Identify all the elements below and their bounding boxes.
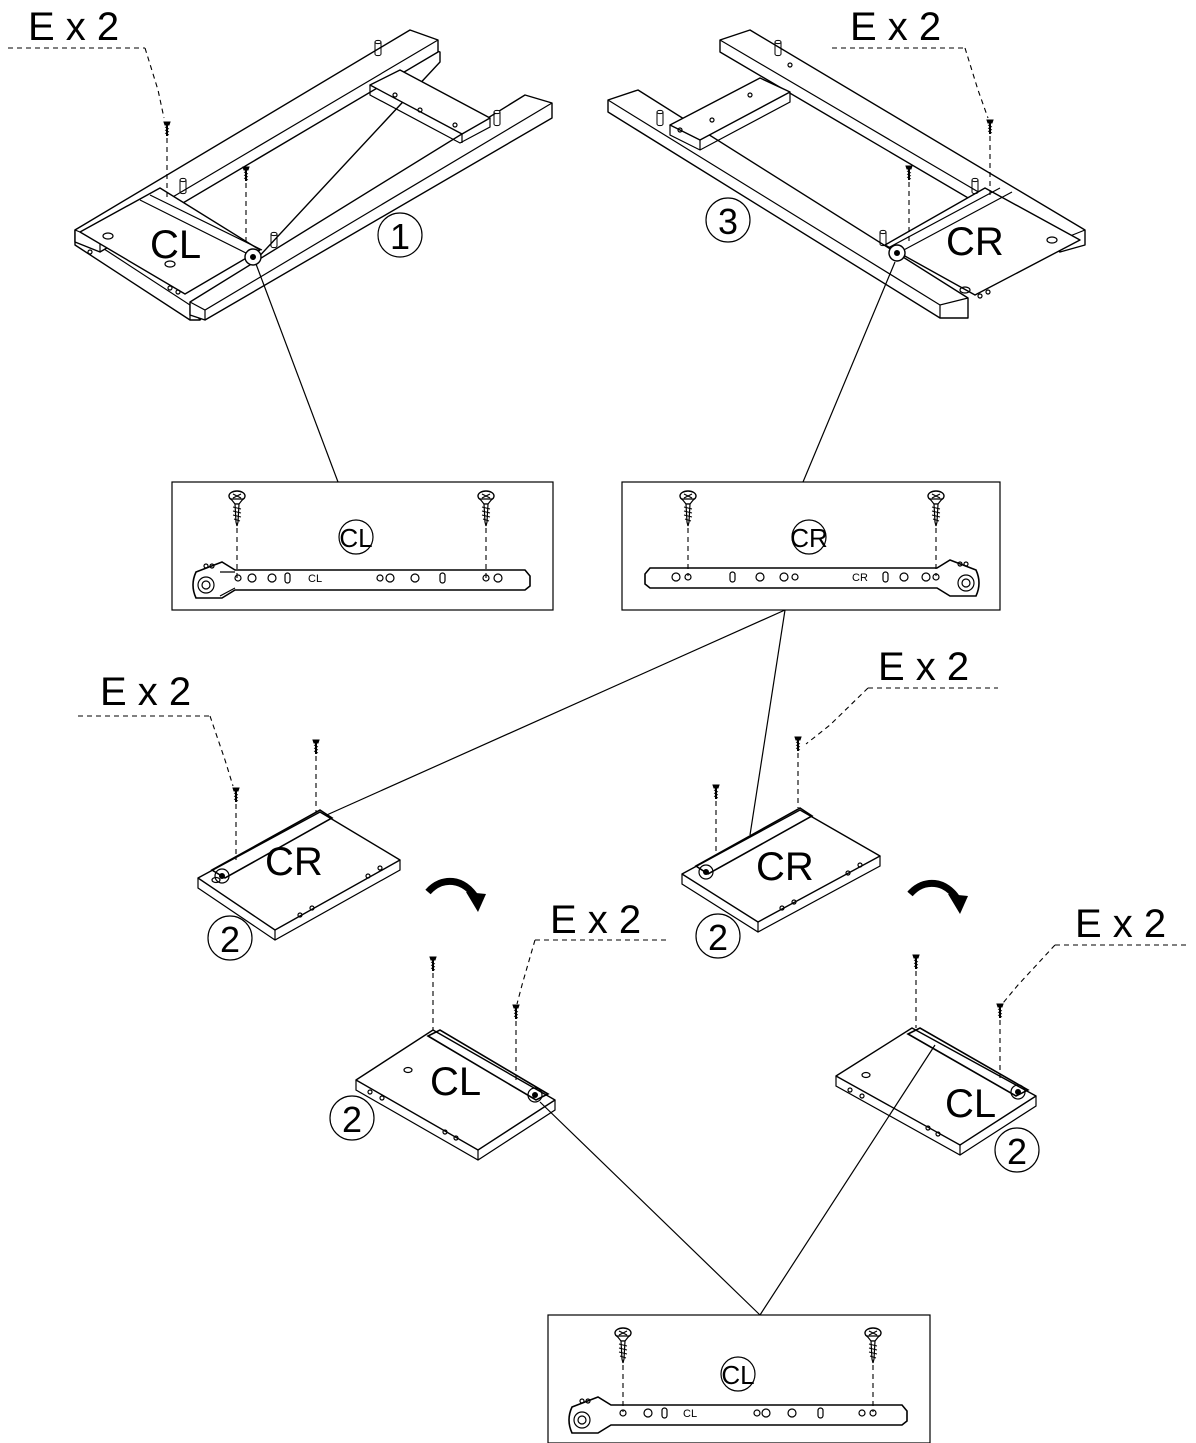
frame-right	[607, 29, 1086, 483]
svg-text:CL: CL	[339, 523, 372, 553]
qty-label: E x 2	[28, 5, 119, 49]
rail-label-cl: CL	[945, 1082, 996, 1126]
frame-left	[74, 29, 553, 483]
svg-text:CR: CR	[852, 572, 868, 584]
screw-icon	[232, 787, 240, 803]
step-badge: 2	[994, 1127, 1040, 1173]
svg-text:1: 1	[390, 216, 410, 257]
step-badge: 2	[695, 913, 741, 959]
panel-a	[197, 739, 401, 941]
step-badge: 2	[329, 1095, 375, 1141]
rail-label-cr: CR	[756, 845, 814, 889]
rotate-arrow-icon	[428, 881, 486, 912]
screw-icon	[712, 784, 720, 800]
rotate-arrow-icon	[910, 883, 968, 914]
detail-cl-bottom: CL CL	[547, 1314, 931, 1443]
svg-text:2: 2	[1007, 1131, 1027, 1172]
panel-c	[355, 956, 761, 1316]
rail-label-cl: CL	[430, 1060, 481, 1104]
svg-text:CL: CL	[721, 1360, 754, 1390]
qty-label: E x 2	[850, 5, 941, 49]
screw-icon	[794, 736, 802, 752]
screw-icon	[429, 956, 437, 972]
rail-label-cr: CR	[265, 840, 323, 884]
detail-cr-top: CR CR	[319, 481, 1001, 836]
panel-b	[681, 736, 881, 933]
svg-text:2: 2	[708, 917, 728, 958]
detail-cl-top: CL CL	[171, 481, 554, 611]
screw-icon	[912, 954, 920, 970]
svg-text:CL: CL	[683, 1408, 697, 1420]
svg-text:3: 3	[718, 201, 738, 242]
screw-icon	[312, 739, 320, 755]
panel-d	[759, 954, 1037, 1316]
svg-text:2: 2	[342, 1099, 362, 1140]
screw-icon	[905, 165, 913, 181]
screw-icon	[163, 121, 171, 137]
svg-text:CR: CR	[790, 523, 828, 553]
step-badge: 1	[377, 212, 423, 258]
qty-label: E x 2	[550, 898, 641, 942]
qty-label: E x 2	[1075, 902, 1166, 946]
screw-icon	[996, 1003, 1004, 1019]
screw-icon	[512, 1004, 520, 1020]
svg-text:2: 2	[220, 919, 240, 960]
qty-label: E x 2	[100, 670, 191, 714]
svg-text:CL: CL	[308, 573, 322, 585]
step-badge: 3	[705, 197, 751, 243]
rail-label-cr: CR	[946, 220, 1004, 264]
step-badge: 2	[207, 915, 253, 961]
screw-icon	[986, 119, 994, 135]
qty-label: E x 2	[878, 645, 969, 689]
rail-label-cl: CL	[150, 223, 201, 267]
